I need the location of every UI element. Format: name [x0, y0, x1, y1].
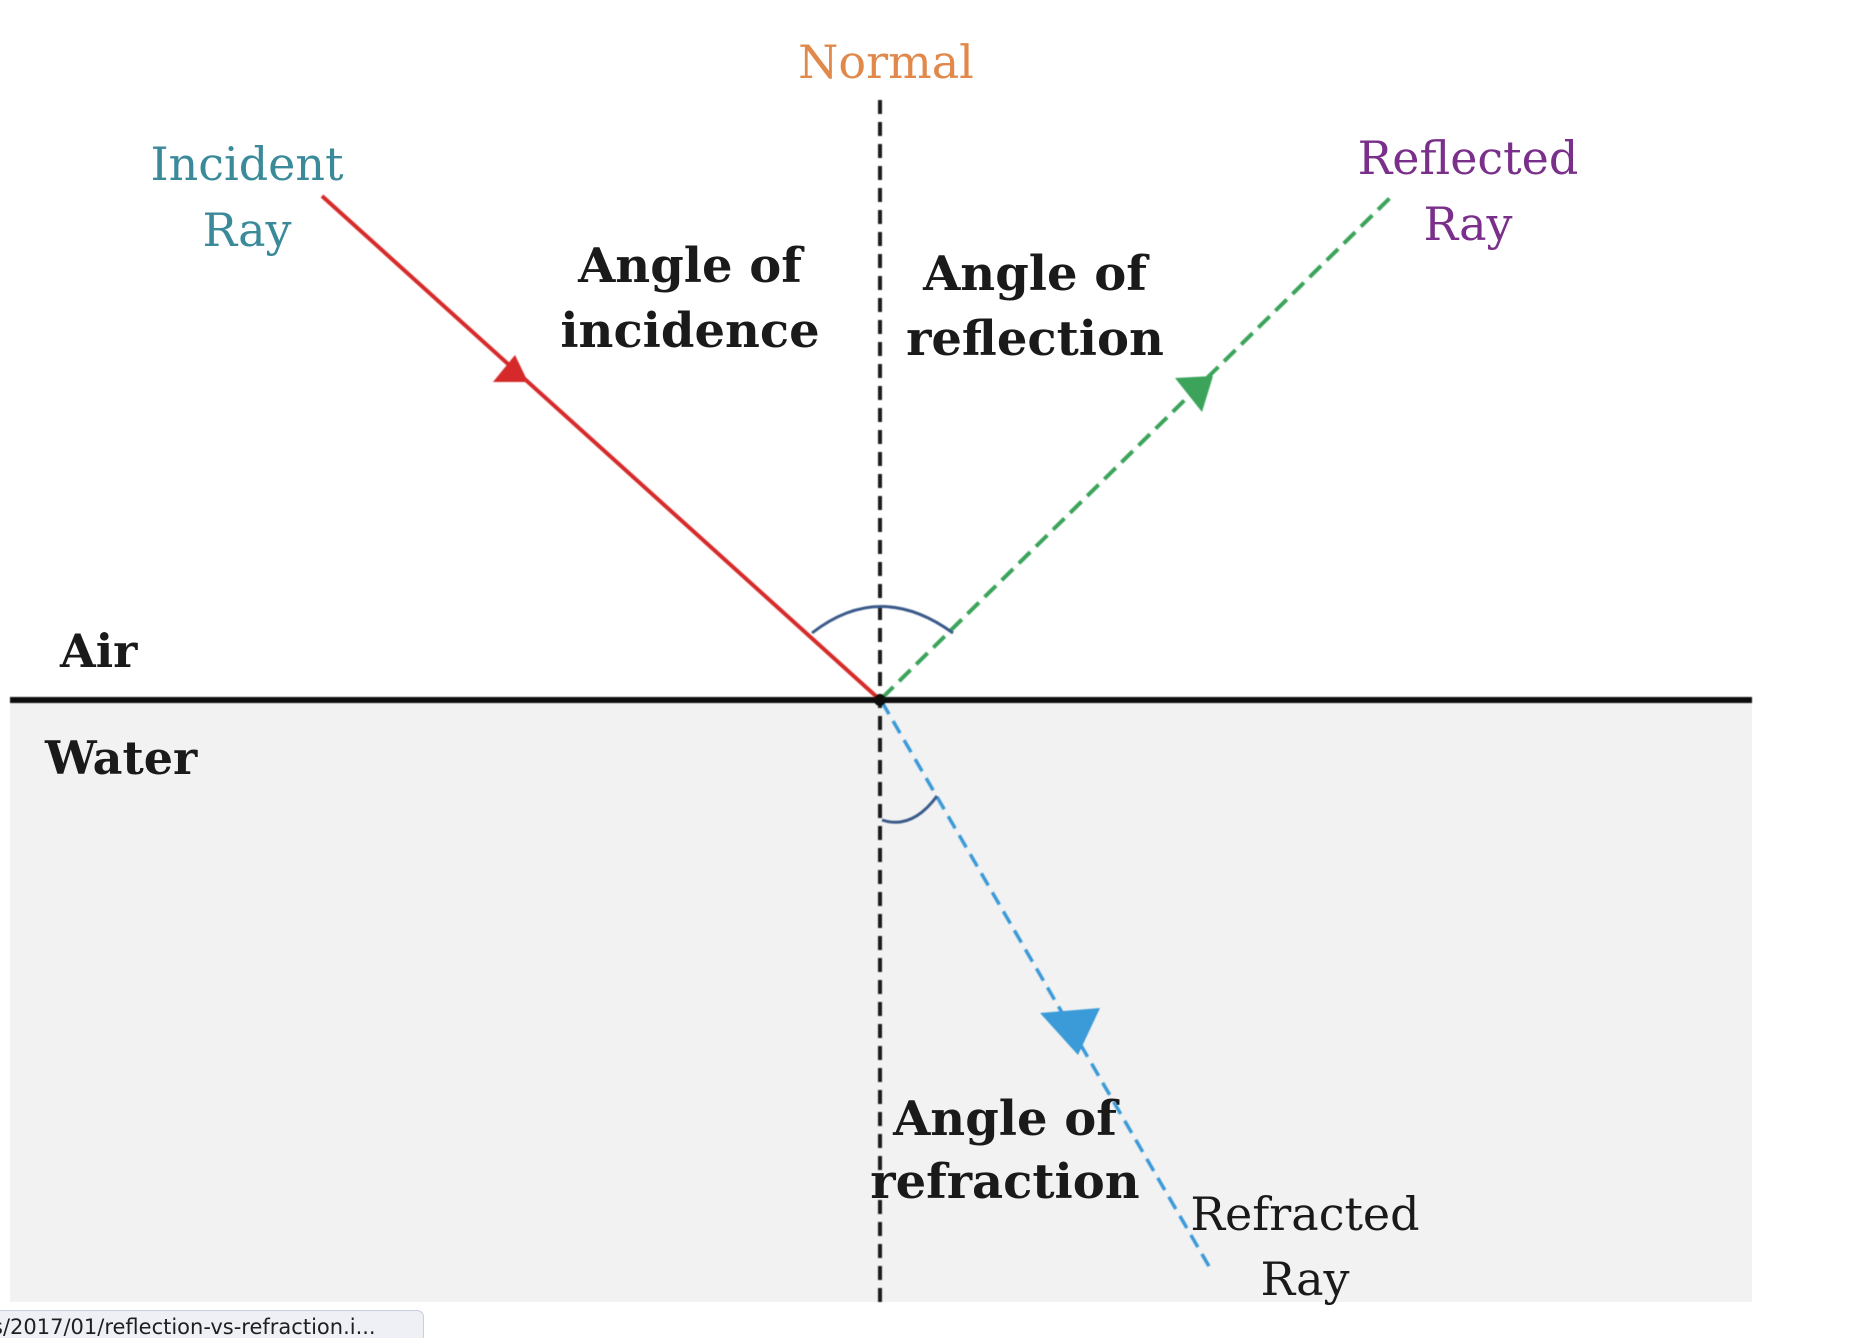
incidence-reflection-arc	[811, 605, 954, 635]
incident-label-line2: Ray	[202, 203, 291, 257]
air-label: Air	[59, 624, 138, 678]
reflected-label-line1: Reflected	[1358, 131, 1579, 185]
refracted-label-line2: Ray	[1260, 1252, 1349, 1306]
angle-refraction-label-line2: refraction	[870, 1154, 1139, 1210]
reflected-label-line2: Ray	[1423, 197, 1512, 251]
incident-label-line1: Incident	[150, 137, 344, 191]
angle-incidence-label-line1: Angle of	[577, 238, 805, 294]
refraction-arc	[881, 795, 939, 824]
incident-arrow-icon	[493, 355, 528, 382]
angle-reflection-label-line2: reflection	[906, 311, 1164, 367]
water-label: Water	[44, 731, 198, 785]
incidence-point	[874, 694, 886, 706]
refracted-arrow-icon	[1040, 1008, 1100, 1055]
normal-label: Normal	[798, 35, 974, 89]
angle-refraction-label-line1: Angle of	[892, 1091, 1120, 1147]
incident-ray	[320, 194, 880, 700]
angle-incidence-label-line2: incidence	[560, 303, 819, 359]
status-url: s/2017/01/reflection-vs-refraction.i...	[0, 1315, 376, 1338]
reflected-arrow-icon	[1175, 376, 1213, 412]
angle-reflection-label-line1: Angle of	[922, 246, 1150, 302]
link-preview-status-bar: s/2017/01/reflection-vs-refraction.i...	[0, 1310, 424, 1338]
refracted-label-line1: Refracted	[1190, 1187, 1419, 1241]
